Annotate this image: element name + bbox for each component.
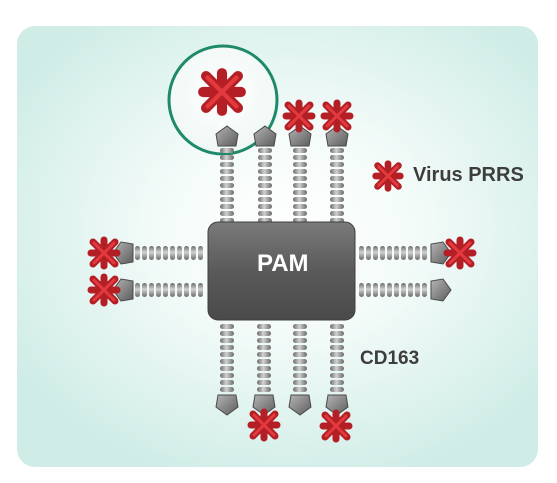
cd163-receptor-top-4 bbox=[325, 125, 349, 223]
cd163-receptor-bottom-3 bbox=[288, 324, 312, 416]
cd163-receptor-bottom-1 bbox=[215, 324, 239, 416]
virus-legend-label: Virus PRRS bbox=[413, 164, 524, 186]
virus-icon-top-4 bbox=[324, 103, 350, 129]
cd163-label: CD163 bbox=[360, 348, 420, 369]
virus-icon-bottom-4 bbox=[323, 413, 349, 439]
pam-cell bbox=[207, 221, 356, 321]
cd163-receptor-top-1 bbox=[215, 125, 239, 223]
virus-icon-left-2 bbox=[91, 277, 117, 303]
virus-icon-top-3 bbox=[286, 103, 312, 129]
virus-legend-icon bbox=[376, 164, 401, 189]
pam-label: PAM bbox=[257, 250, 309, 277]
cd163-receptor-bottom-2 bbox=[252, 324, 276, 416]
cd163-receptor-left-2 bbox=[112, 278, 203, 302]
cd163-receptor-left-1 bbox=[112, 241, 203, 265]
cd163-receptor-top-2 bbox=[253, 125, 277, 223]
cd163-receptor-bottom-4 bbox=[325, 324, 349, 416]
virus-icon-highlighted bbox=[203, 73, 241, 111]
cd163-receptor-top-3 bbox=[288, 125, 312, 223]
virus-icon-left-1 bbox=[91, 240, 117, 266]
cd163-receptor-right-2 bbox=[359, 278, 452, 302]
virus-icon-right-1 bbox=[447, 240, 473, 266]
cd163-receptor-right-1 bbox=[359, 241, 452, 265]
virus-icon-bottom-2 bbox=[251, 412, 277, 438]
